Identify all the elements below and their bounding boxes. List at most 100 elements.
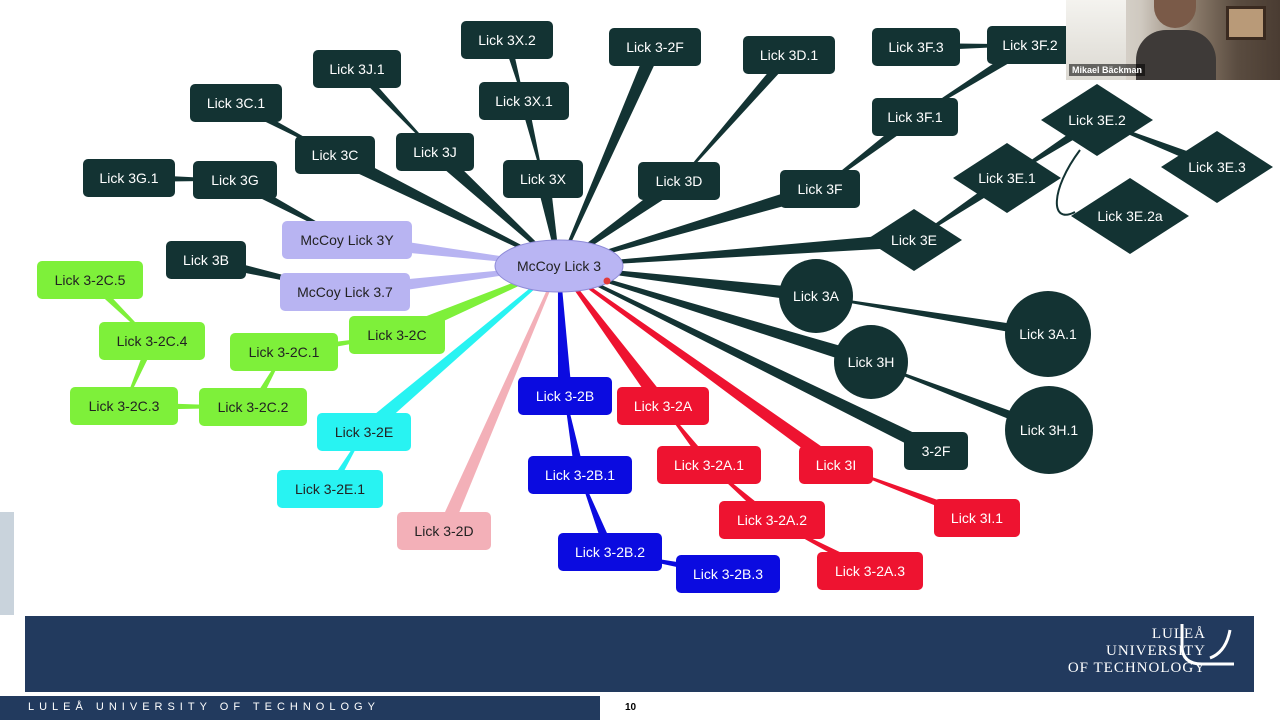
connector-center-n3j <box>430 146 560 267</box>
bottom-brand-text: LULEÅ UNIVERSITY OF TECHNOLOGY <box>28 701 380 713</box>
node-n3e[interactable]: Lick 3E <box>866 209 962 271</box>
node-label: Lick 3-2E.1 <box>295 481 365 497</box>
university-footer-band: LULEÅ UNIVERSITY OF TECHNOLOGY <box>25 616 1254 692</box>
node-label: Lick 3E.3 <box>1188 159 1246 175</box>
node-n2b1[interactable]: Lick 3-2B.1 <box>528 456 632 494</box>
node-shape <box>872 28 960 66</box>
node-n3j[interactable]: Lick 3J <box>396 133 474 171</box>
node-shape <box>1005 291 1091 377</box>
connector-n3d-n3d1 <box>678 51 793 182</box>
node-label: Lick 3-2C <box>367 327 426 343</box>
node-label: Lick 3C <box>312 147 359 163</box>
node-n3y[interactable]: McCoy Lick 3Y <box>282 221 412 259</box>
node-n3c1[interactable]: Lick 3C.1 <box>190 84 282 122</box>
node-n3x2[interactable]: Lick 3X.2 <box>461 21 553 59</box>
node-n3i[interactable]: Lick 3I <box>799 446 873 484</box>
slide-bottom-bar: LULEÅ UNIVERSITY OF TECHNOLOGY 10 <box>0 696 1280 720</box>
node-label: Lick 3-2B.1 <box>545 467 615 483</box>
node-n3d[interactable]: Lick 3D <box>638 162 720 200</box>
node-shape <box>779 259 853 333</box>
node-n3g[interactable]: Lick 3G <box>193 161 277 199</box>
node-shape <box>609 28 701 66</box>
node-n2c2[interactable]: Lick 3-2C.2 <box>199 388 307 426</box>
node-n2b2[interactable]: Lick 3-2B.2 <box>558 533 662 571</box>
node-n2a2[interactable]: Lick 3-2A.2 <box>719 501 825 539</box>
node-n2c1[interactable]: Lick 3-2C.1 <box>230 333 338 371</box>
node-label: Lick 3E.2a <box>1097 208 1163 224</box>
node-shape <box>866 209 962 271</box>
node-n3h[interactable]: Lick 3H <box>834 325 908 399</box>
node-shape <box>987 26 1073 64</box>
node-label: Lick 3-2C.4 <box>117 333 188 349</box>
connector-n2b-n2b1 <box>564 395 585 476</box>
node-shape <box>230 333 338 371</box>
node-label: 3-2F <box>922 443 951 459</box>
node-label: Lick 3D.1 <box>760 47 819 63</box>
node-n3f2[interactable]: Lick 3F.2 <box>987 26 1073 64</box>
node-n37[interactable]: McCoy Lick 3.7 <box>280 273 410 311</box>
node-n2a[interactable]: Lick 3-2A <box>617 387 709 425</box>
node-n3e1[interactable]: Lick 3E.1 <box>953 143 1061 213</box>
node-label: Lick 3A <box>793 288 840 304</box>
connector-center-n2d <box>437 265 560 534</box>
node-n3b[interactable]: Lick 3B <box>166 241 246 279</box>
node-n3d1[interactable]: Lick 3D.1 <box>743 36 835 74</box>
node-n3j1[interactable]: Lick 3J.1 <box>313 50 401 88</box>
node-shape <box>317 413 411 451</box>
node-label: McCoy Lick 3Y <box>300 232 394 248</box>
node-label: Lick 3-2F <box>626 39 684 55</box>
node-shape <box>558 533 662 571</box>
node-n2a1[interactable]: Lick 3-2A.1 <box>657 446 761 484</box>
node-n2c4[interactable]: Lick 3-2C.4 <box>99 322 205 360</box>
node-label: Lick 3-2C.2 <box>218 399 289 415</box>
node-shape <box>199 388 307 426</box>
participant-figure <box>1136 30 1216 80</box>
node-n2b3[interactable]: Lick 3-2B.3 <box>676 555 780 593</box>
node-n2b[interactable]: Lick 3-2B <box>518 377 612 415</box>
node-shape <box>313 50 401 88</box>
connector-n3a-n3a1 <box>815 295 1049 339</box>
connector-center-n3i <box>558 265 841 471</box>
node-n2e[interactable]: Lick 3-2E <box>317 413 411 451</box>
connector-center-n3f <box>558 182 822 268</box>
node-n3x1[interactable]: Lick 3X.1 <box>479 82 569 120</box>
participant-video-tile[interactable]: Mikael Bäckman <box>1066 0 1280 80</box>
node-n2c3[interactable]: Lick 3-2C.3 <box>70 387 178 425</box>
node-n3f3[interactable]: Lick 3F.3 <box>872 28 960 66</box>
node-label: Lick 3-2C.3 <box>89 398 160 414</box>
connector-center-n3e <box>558 233 915 268</box>
node-center[interactable]: McCoy Lick 3 <box>494 239 624 293</box>
node-n3h1[interactable]: Lick 3H.1 <box>1005 386 1093 474</box>
node-shape <box>190 84 282 122</box>
node-n3i1[interactable]: Lick 3I.1 <box>934 499 1020 537</box>
participant-head <box>1154 0 1196 28</box>
node-shape <box>396 133 474 171</box>
logo-line-3: OF TECHNOLOGY <box>1067 660 1206 676</box>
node-n3c[interactable]: Lick 3C <box>295 136 375 174</box>
node-n3g1[interactable]: Lick 3G.1 <box>83 159 175 197</box>
node-n2f_right[interactable]: 3-2F <box>904 432 968 470</box>
node-n2c[interactable]: Lick 3-2C <box>349 316 445 354</box>
node-n2a3[interactable]: Lick 3-2A.3 <box>817 552 923 590</box>
node-n3f1[interactable]: Lick 3F.1 <box>872 98 958 136</box>
laser-pointer-dot <box>603 277 611 285</box>
node-n3a[interactable]: Lick 3A <box>779 259 853 333</box>
node-n3x[interactable]: Lick 3X <box>503 160 583 198</box>
slide-left-strip <box>0 512 14 615</box>
node-n3a1[interactable]: Lick 3A.1 <box>1005 291 1091 377</box>
node-n3e3[interactable]: Lick 3E.3 <box>1161 131 1273 203</box>
node-label: Lick 3X <box>520 171 567 187</box>
node-shape <box>953 143 1061 213</box>
node-n2c5[interactable]: Lick 3-2C.5 <box>37 261 143 299</box>
node-n3e2a[interactable]: Lick 3E.2a <box>1071 178 1189 254</box>
node-shape <box>503 160 583 198</box>
node-n3e2[interactable]: Lick 3E.2 <box>1041 84 1153 156</box>
node-n2e1[interactable]: Lick 3-2E.1 <box>277 470 383 508</box>
video-background-picture <box>1226 6 1266 40</box>
node-shape <box>1041 84 1153 156</box>
node-n2d[interactable]: Lick 3-2D <box>397 512 491 550</box>
node-n3f[interactable]: Lick 3F <box>780 170 860 208</box>
node-label: McCoy Lick 3 <box>517 258 601 274</box>
node-n2f_top[interactable]: Lick 3-2F <box>609 28 701 66</box>
node-label: Lick 3F.1 <box>887 109 942 125</box>
